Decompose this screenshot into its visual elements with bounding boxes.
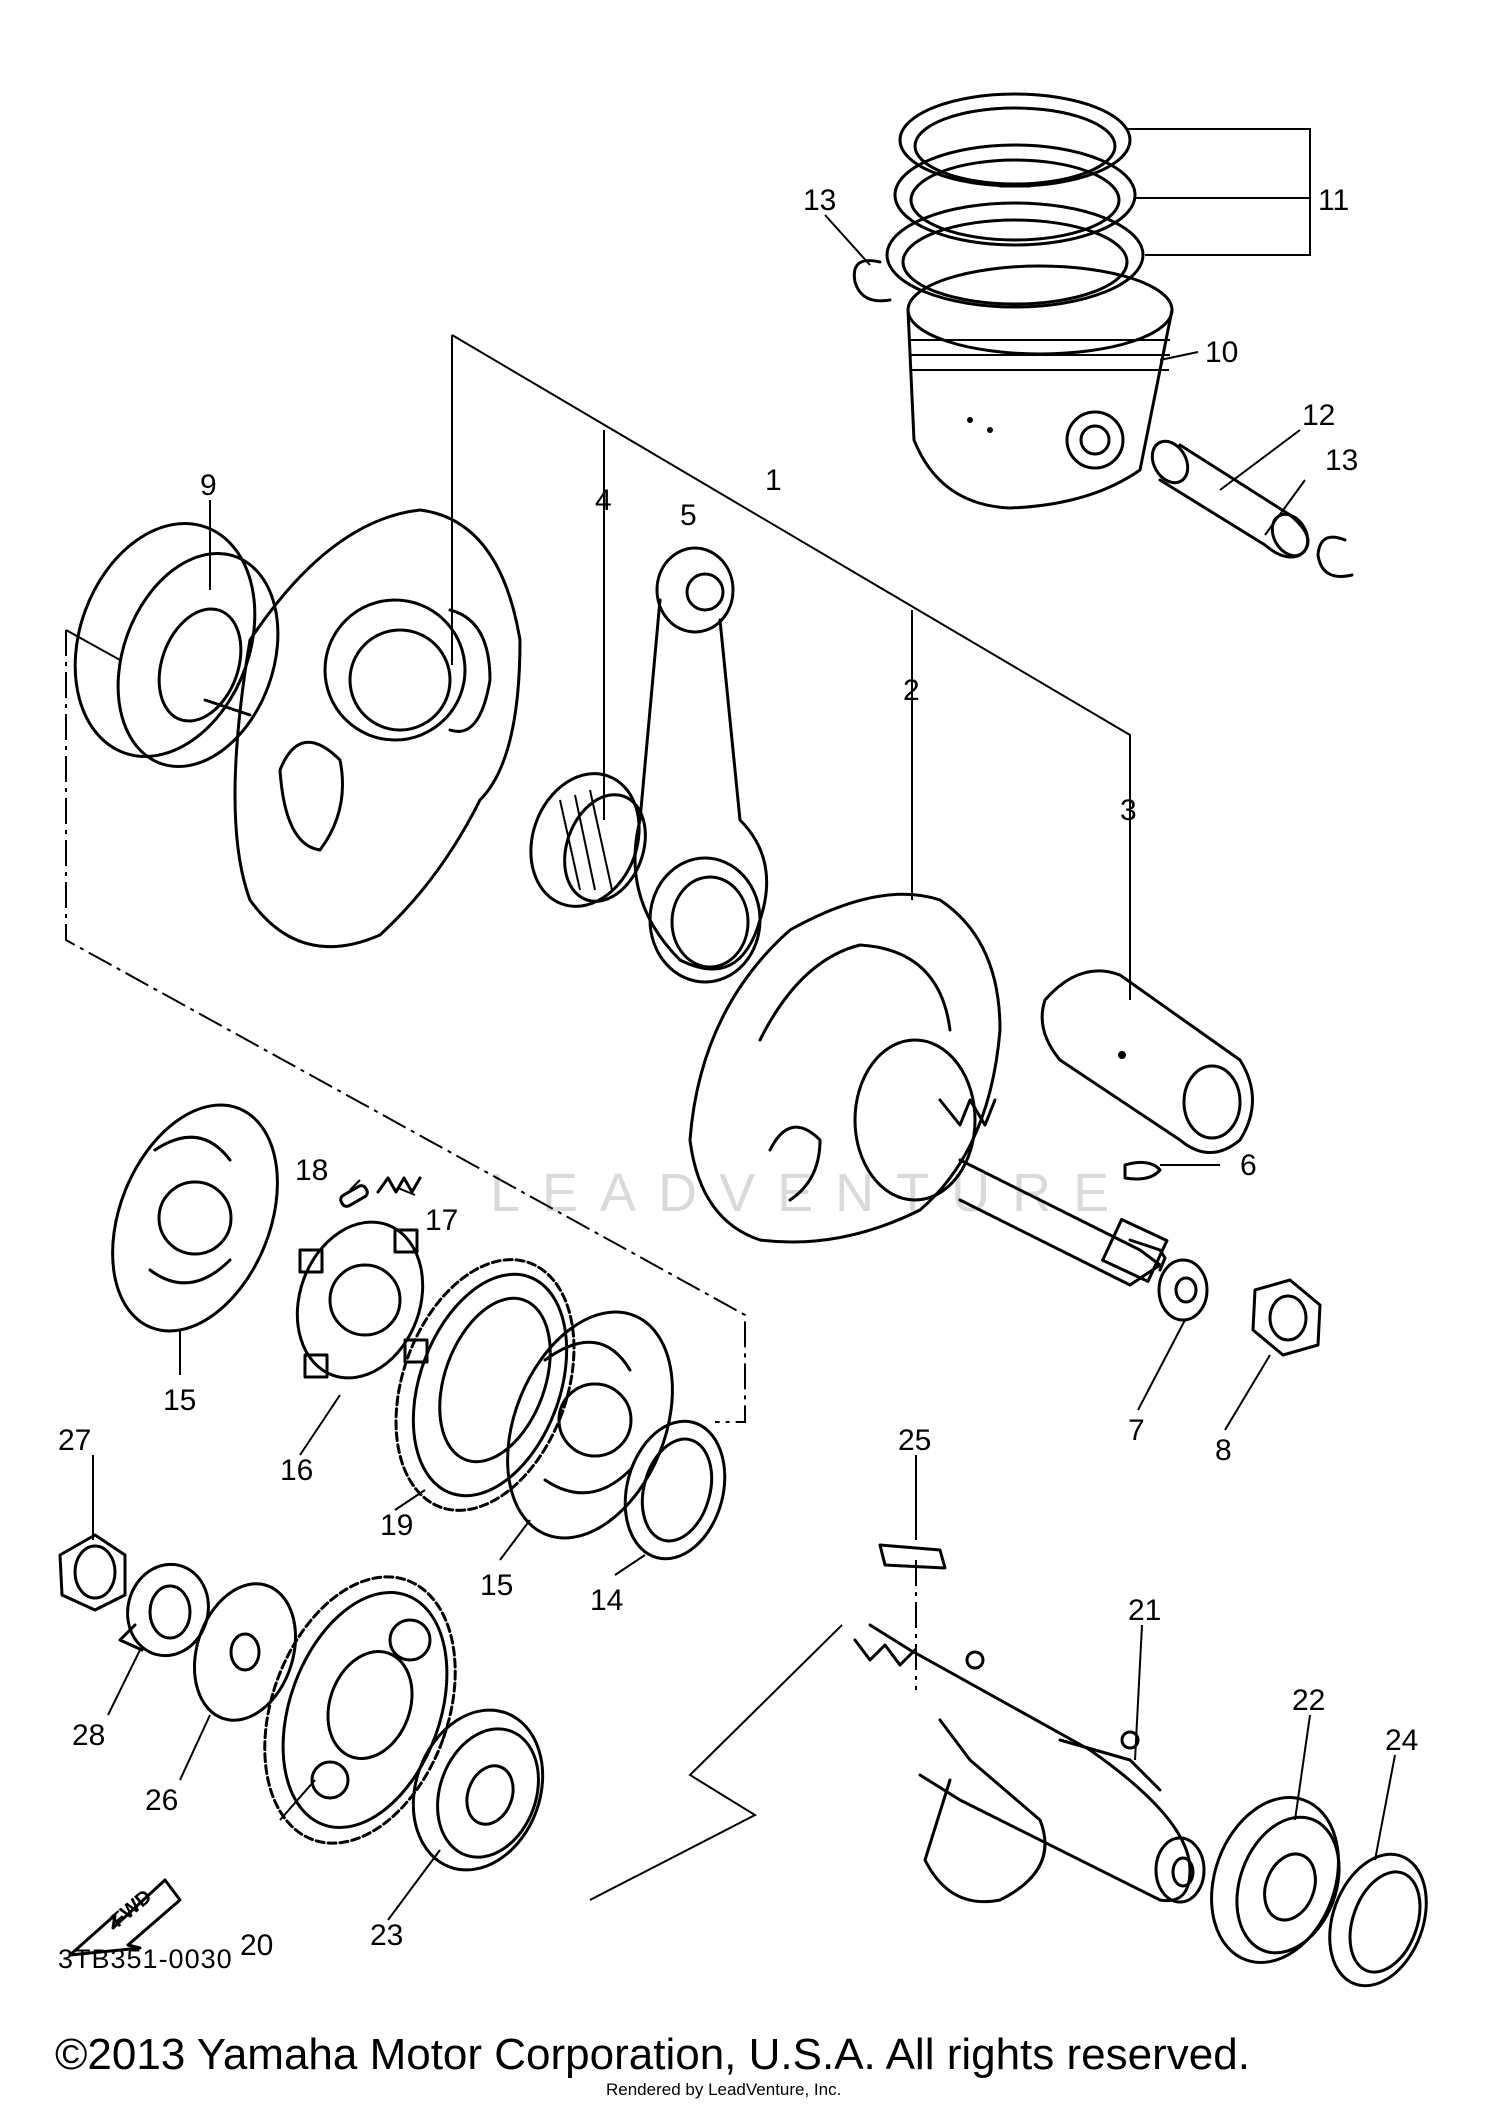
pin	[339, 1184, 369, 1208]
callout-16: 16	[280, 1454, 313, 1487]
fwd-label: FWD	[107, 1886, 156, 1932]
callout-15-left: 15	[163, 1384, 196, 1417]
oil-seal	[1328, 1852, 1428, 1988]
callout-14: 14	[590, 1584, 623, 1617]
circlip-left	[852, 259, 892, 303]
callout-2: 2	[903, 674, 920, 707]
fwd-arrow-icon	[68, 1878, 182, 1957]
thrust-washer	[192, 1582, 298, 1722]
callout-17: 17	[425, 1204, 458, 1237]
callout-13-left: 13	[803, 184, 836, 217]
callout-18: 18	[295, 1154, 328, 1187]
callout-7: 7	[1128, 1414, 1145, 1447]
callout-27: 27	[58, 1424, 91, 1457]
connecting-rod	[633, 546, 769, 984]
crank-web-left	[203, 508, 522, 949]
nut-crank	[1251, 1278, 1322, 1357]
circlip-right	[1316, 535, 1354, 578]
callout-15-right: 15	[480, 1569, 513, 1602]
woodruff-key	[1123, 1160, 1162, 1181]
diagram-reference-code: 3TB351-0030	[58, 1944, 233, 1974]
spring	[376, 1176, 422, 1194]
callout-12: 12	[1302, 399, 1335, 432]
balancer-shaft	[853, 1623, 1206, 1904]
crankshaft-stub	[938, 1098, 1169, 1287]
lock-washer	[118, 1562, 210, 1658]
callout-1: 1	[765, 464, 782, 497]
callout-13-right: 13	[1325, 444, 1358, 477]
rendered-by-notice: Rendered by LeadVenture, Inc.	[606, 2080, 842, 2099]
piston	[906, 264, 1174, 510]
collar	[623, 1419, 727, 1561]
callout-5: 5	[680, 499, 697, 532]
callout-26: 26	[145, 1784, 178, 1817]
callout-24: 24	[1385, 1724, 1418, 1757]
balancer-driven-gear	[263, 1575, 457, 1845]
crankpin	[1040, 969, 1254, 1154]
nut-balancer	[58, 1533, 127, 1612]
bearing-shaft-end	[1210, 1796, 1341, 1964]
callout-25: 25	[898, 1424, 931, 1457]
callout-6: 6	[1240, 1149, 1257, 1182]
callout-11: 11	[1318, 184, 1349, 217]
callout-28: 28	[72, 1719, 105, 1752]
key	[878, 1543, 947, 1570]
buffer-boss	[295, 1220, 429, 1380]
callout-numbers: 1 2 3 4 5 6 7 8 9 10 11 12 13 13 14 15 1…	[58, 184, 1418, 1962]
needle-bearing	[529, 772, 647, 908]
callout-3: 3	[1120, 794, 1137, 827]
group-bracket-lines	[65, 128, 1311, 1901]
callout-8: 8	[1215, 1434, 1232, 1467]
callout-23: 23	[370, 1919, 403, 1952]
bearing-left	[73, 522, 280, 769]
copyright-notice: ©2013 Yamaha Motor Corporation, U.S.A. A…	[55, 2030, 1250, 2079]
callout-10: 10	[1205, 336, 1238, 369]
callout-leaders	[92, 214, 1396, 1921]
callout-4: 4	[595, 484, 612, 517]
balancer-plate-left	[111, 1103, 279, 1333]
callout-21: 21	[1128, 1594, 1161, 1627]
callout-22: 22	[1292, 1684, 1325, 1717]
bearing-balancer	[411, 1708, 545, 1872]
callout-19: 19	[380, 1509, 413, 1542]
callout-20: 20	[240, 1929, 273, 1962]
balancer-plate-right	[506, 1310, 674, 1540]
piston-ring-set	[885, 92, 1145, 309]
callout-9: 9	[200, 469, 217, 502]
washer	[1157, 1258, 1209, 1322]
balancer-drive-gear	[394, 1258, 576, 1512]
crank-web-right	[688, 892, 1002, 1244]
piston-pin	[1150, 439, 1310, 559]
